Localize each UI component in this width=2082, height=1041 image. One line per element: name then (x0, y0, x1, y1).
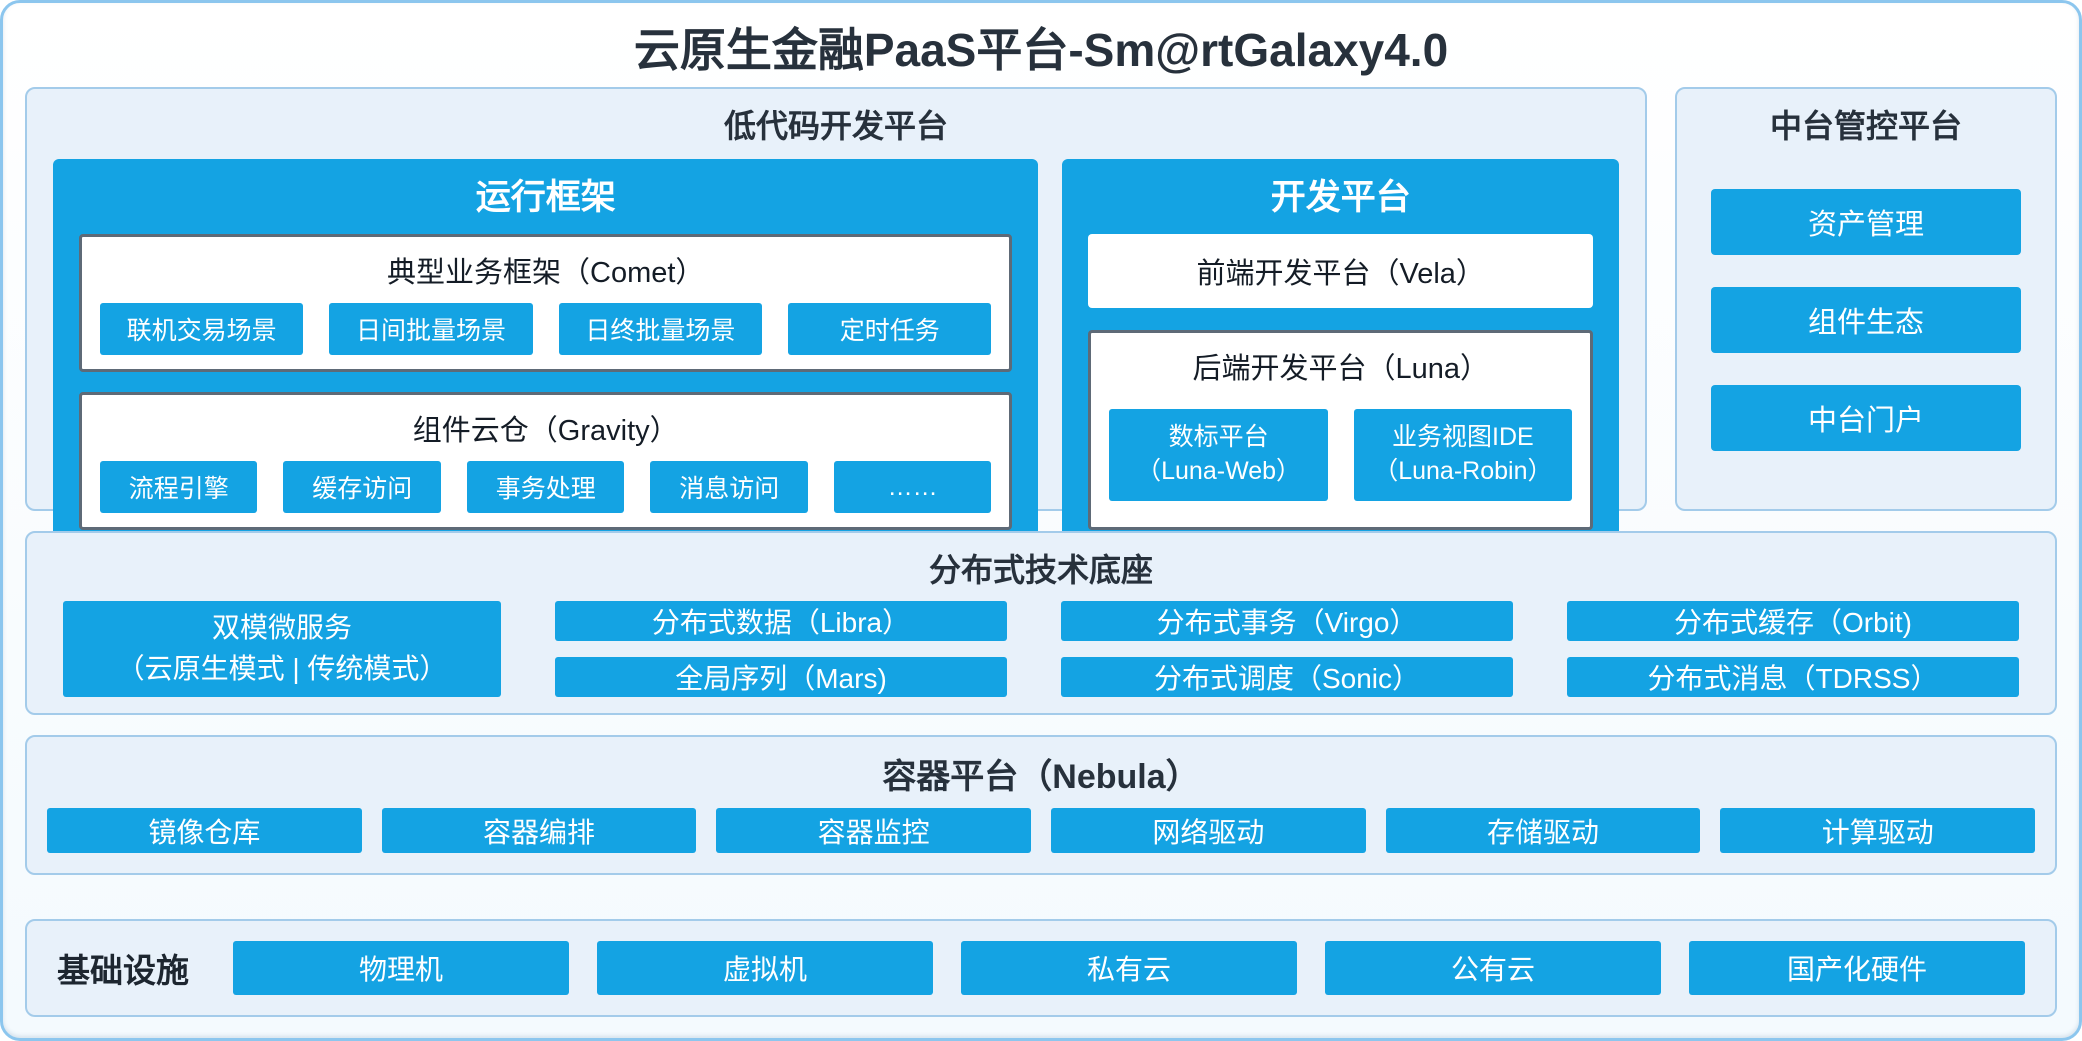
virtual-machine-box: 虚拟机 (597, 941, 933, 995)
vela-box: 前端开发平台（Vela） (1088, 234, 1593, 308)
luna-web-line1: 数标平台 (1168, 423, 1269, 452)
gravity-chip-cache-access: 缓存访问 (283, 461, 441, 513)
distributed-grid: 分布式数据（Libra） 分布式事务（Virgo） 分布式缓存（Orbit) 全… (555, 601, 2019, 697)
gravity-title: 组件云仓（Gravity） (412, 415, 679, 447)
comet-title: 典型业务框架（Comet） (387, 257, 705, 289)
public-cloud-box: 公有云 (1325, 941, 1661, 995)
mid-platform-title: 中台管控平台 (1769, 108, 1962, 144)
gravity-chip-transaction: 事务处理 (466, 461, 625, 513)
image-registry-box: 镜像仓库 (47, 808, 362, 853)
panel-low-code: 低代码开发平台 运行框架 典型业务框架（Comet） 联机交易场景 日间批量场景… (25, 87, 1647, 554)
storage-driver-box: 存储驱动 (1385, 808, 1701, 853)
gravity-chip-more: …… (833, 461, 992, 513)
main-row: 低代码开发平台 运行框架 典型业务框架（Comet） 联机交易场景 日间批量场景… (25, 87, 2057, 554)
distributed-data-libra-box: 分布式数据（Libra） (555, 601, 1007, 641)
dual-mode-line1: 双模微服务 (211, 612, 352, 644)
runtime-framework-section: 运行框架 典型业务框架（Comet） 联机交易场景 日间批量场景 日终批量场景 … (53, 159, 1039, 554)
distributed-title: 分布式技术底座 (928, 552, 1153, 588)
mid-platform-buttons: 资产管理 组件生态 中台门户 (1677, 157, 2055, 509)
container-platform-title: 容器平台（Nebula） (882, 758, 1200, 796)
comet-box: 典型业务框架（Comet） 联机交易场景 日间批量场景 日终批量场景 定时任务 (79, 234, 1013, 372)
luna-robin-line2: （Luna-Robin） (1373, 457, 1553, 485)
gravity-chip-process-engine: 流程引擎 (100, 461, 258, 513)
comet-chip-day-batch: 日间批量场景 (329, 303, 533, 355)
network-driver-box: 网络驱动 (1051, 808, 1366, 853)
gravity-box: 组件云仓（Gravity） 流程引擎 缓存访问 事务处理 消息访问 …… (79, 392, 1013, 530)
distributed-cache-orbit-box: 分布式缓存（Orbit) (1567, 601, 2019, 641)
comet-chip-row: 联机交易场景 日间批量场景 日终批量场景 定时任务 (100, 303, 992, 355)
dev-platform-section: 开发平台 前端开发平台（Vela） 后端开发平台（Luna） 数标平台 （Lun… (1062, 159, 1619, 554)
private-cloud-box: 私有云 (961, 941, 1297, 995)
runtime-framework-title: 运行框架 (475, 178, 616, 217)
component-ecosystem-box: 组件生态 (1711, 287, 2021, 353)
distributed-scheduling-sonic-box: 分布式调度（Sonic） (1061, 657, 1513, 697)
physical-machine-box: 物理机 (233, 941, 569, 995)
infrastructure-row: 物理机 虚拟机 私有云 公有云 国产化硬件 (233, 941, 2025, 995)
container-platform-row: 镜像仓库 容器编排 容器监控 网络驱动 存储驱动 计算驱动 (27, 808, 2055, 873)
mid-platform-portal-box: 中台门户 (1711, 385, 2021, 451)
panel-distributed-base: 分布式技术底座 双模微服务 （云原生模式 | 传统模式） 分布式数据（Libra… (25, 531, 2057, 715)
distributed-message-tdrss-box: 分布式消息（TDRSS） (1567, 657, 2019, 697)
low-code-body: 运行框架 典型业务框架（Comet） 联机交易场景 日间批量场景 日终批量场景 … (27, 157, 1645, 580)
comet-chip-online-trade: 联机交易场景 (100, 303, 304, 355)
gravity-chip-row: 流程引擎 缓存访问 事务处理 消息访问 …… (100, 461, 992, 513)
panel-infrastructure: 基础设施 物理机 虚拟机 私有云 公有云 国产化硬件 (25, 919, 2057, 1017)
infrastructure-title: 基础设施 (57, 952, 189, 989)
container-orchestration-box: 容器编排 (381, 808, 697, 853)
luna-web-line2: （Luna-Web） (1136, 457, 1302, 485)
gravity-chip-message-access: 消息访问 (650, 461, 808, 513)
luna-robin-line1: 业务视图IDE (1392, 423, 1534, 452)
asset-management-box: 资产管理 (1711, 189, 2021, 255)
distributed-transaction-virgo-box: 分布式事务（Virgo） (1061, 601, 1513, 641)
luna-web-chip: 数标平台 （Luna-Web） (1109, 409, 1328, 501)
dual-mode-line2: （云原生模式 | 传统模式） (116, 653, 448, 684)
distributed-body: 双模微服务 （云原生模式 | 传统模式） 分布式数据（Libra） 分布式事务（… (27, 601, 2055, 717)
domestic-hardware-box: 国产化硬件 (1689, 941, 2025, 995)
dual-mode-microservice-box: 双模微服务 （云原生模式 | 传统模式） (63, 601, 501, 697)
comet-chip-scheduled-task: 定时任务 (788, 303, 992, 355)
luna-title: 后端开发平台（Luna） (1192, 353, 1489, 385)
dev-platform-title: 开发平台 (1270, 178, 1411, 217)
comet-chip-eod-batch: 日终批量场景 (558, 303, 763, 355)
container-monitoring-box: 容器监控 (716, 808, 1032, 853)
low-code-title: 低代码开发平台 (723, 108, 948, 144)
compute-driver-box: 计算驱动 (1720, 808, 2036, 853)
panel-mid-platform: 中台管控平台 资产管理 组件生态 中台门户 (1675, 87, 2057, 511)
luna-chip-row: 数标平台 （Luna-Web） 业务视图IDE （Luna-Robin） (1109, 399, 1572, 511)
panel-container-platform: 容器平台（Nebula） 镜像仓库 容器编排 容器监控 网络驱动 存储驱动 计算… (25, 735, 2057, 875)
page-title: 云原生金融PaaS平台-Sm@rtGalaxy4.0 (633, 24, 1449, 76)
luna-robin-chip: 业务视图IDE （Luna-Robin） (1353, 409, 1572, 501)
luna-box: 后端开发平台（Luna） 数标平台 （Luna-Web） 业务视图IDE （Lu… (1088, 330, 1593, 530)
global-sequence-mars-box: 全局序列（Mars) (555, 657, 1007, 697)
